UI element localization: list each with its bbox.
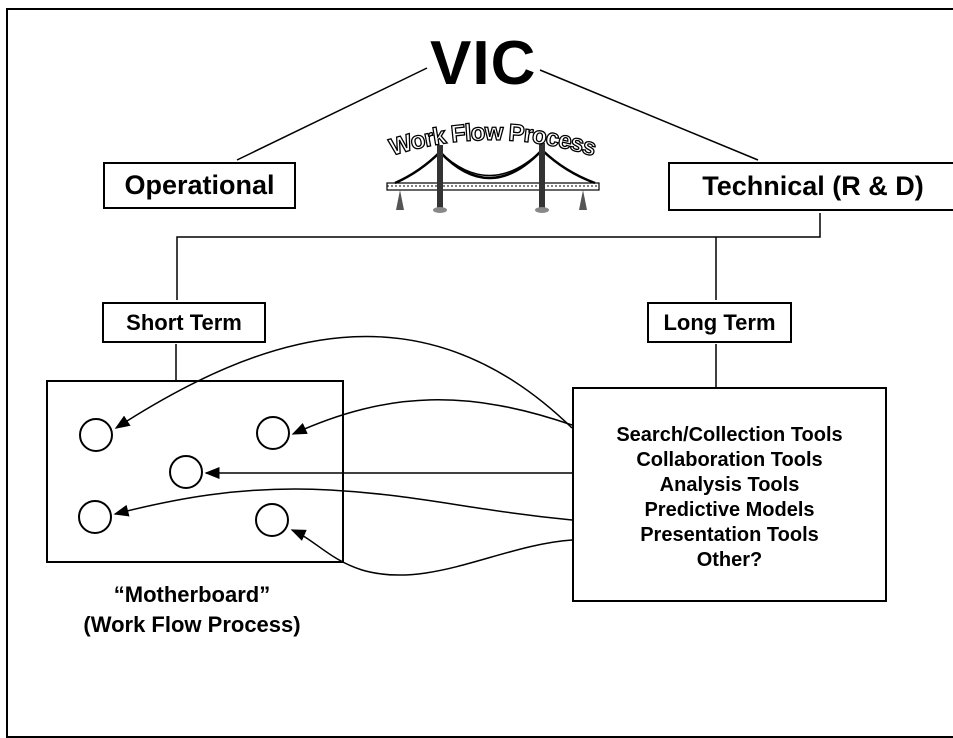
technical-box: Technical (R & D) — [668, 162, 953, 211]
tool-arrow — [291, 399, 573, 435]
long-term-box: Long Term — [647, 302, 792, 343]
tool-arrow — [114, 335, 573, 429]
tool-arrow — [290, 529, 573, 576]
bridge-icon — [386, 143, 600, 213]
long-term-label: Long Term — [663, 309, 776, 335]
connector-vic-operational — [236, 67, 428, 161]
technical-label: Technical (R & D) — [702, 171, 924, 201]
short-term-label: Short Term — [126, 309, 242, 335]
tools-box: Search/Collection Tools Collaboration To… — [572, 387, 887, 602]
motherboard-subtitle: (Work Flow Process) — [83, 612, 301, 637]
connector-bus — [176, 213, 821, 300]
tool-item: Presentation Tools — [640, 523, 819, 546]
tool-item: Predictive Models — [644, 498, 815, 521]
motherboard-slot — [79, 418, 113, 452]
motherboard-slot — [255, 503, 289, 537]
motherboard-slot — [256, 416, 290, 450]
motherboard-slot — [169, 455, 203, 489]
tool-item: Collaboration Tools — [636, 448, 823, 471]
tool-arrow — [113, 488, 573, 521]
tool-item: Other? — [696, 548, 763, 571]
tool-item: Search/Collection Tools — [616, 423, 843, 446]
tool-item: Analysis Tools — [659, 473, 800, 496]
short-term-box: Short Term — [102, 302, 266, 343]
connector-vic-technical — [539, 69, 759, 161]
motherboard-slot — [78, 500, 112, 534]
motherboard-title: “Motherboard” — [113, 582, 271, 607]
motherboard-caption: “Motherboard” (Work Flow Process) — [42, 580, 342, 640]
operational-box: Operational — [103, 162, 296, 209]
page-title: VIC — [430, 29, 537, 98]
operational-label: Operational — [124, 170, 275, 200]
